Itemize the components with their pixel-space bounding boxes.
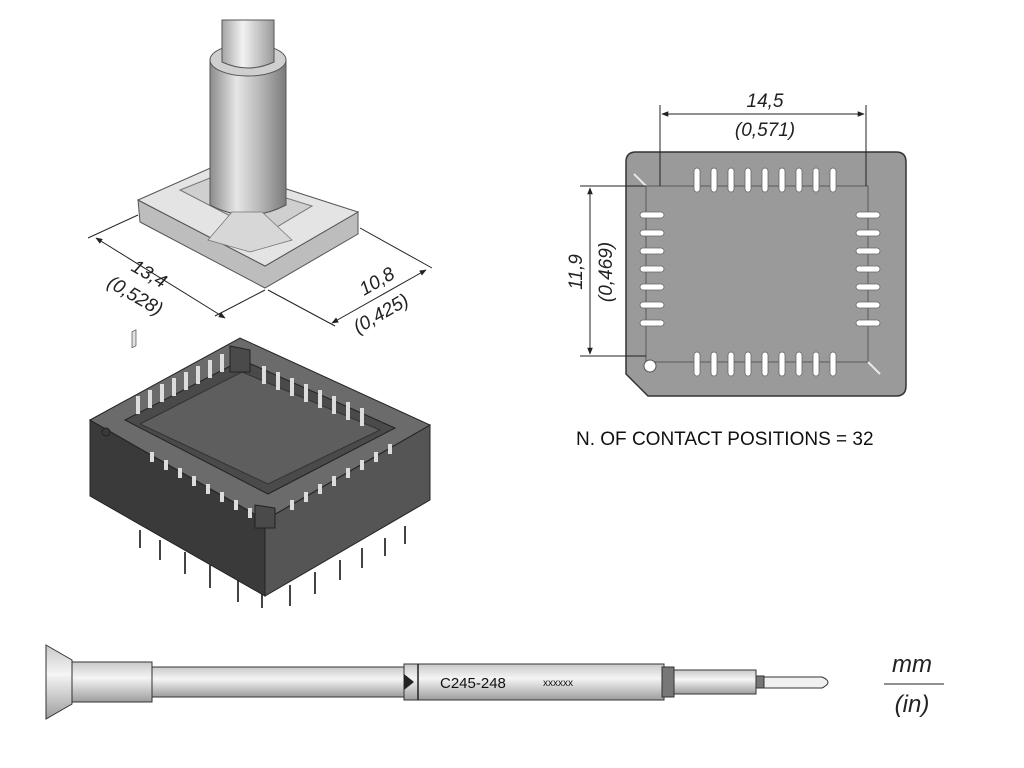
top-height-in: (0,469) bbox=[596, 242, 617, 302]
top-width-mm: 14,5 bbox=[747, 91, 784, 112]
tip-depth-in: (0,425) bbox=[350, 290, 413, 338]
cartridge-model: C245-248 bbox=[440, 675, 506, 692]
top-view-dimensions bbox=[580, 105, 867, 357]
units-primary: mm bbox=[892, 651, 932, 678]
cartridge-side-view bbox=[45, 644, 829, 720]
tip-3d-dimensions bbox=[87, 214, 433, 327]
plcc-socket-3d bbox=[88, 329, 432, 608]
contact-positions-note: N. OF CONTACT POSITIONS = 32 bbox=[576, 429, 874, 450]
top-height-mm: 11,9 bbox=[566, 254, 587, 290]
units-secondary: (in) bbox=[895, 691, 930, 718]
top-width-in: (0,571) bbox=[735, 120, 795, 141]
tip-3d-view bbox=[136, 19, 360, 289]
top-view bbox=[625, 151, 907, 397]
cartridge-marking: xxxxxx bbox=[543, 678, 573, 689]
